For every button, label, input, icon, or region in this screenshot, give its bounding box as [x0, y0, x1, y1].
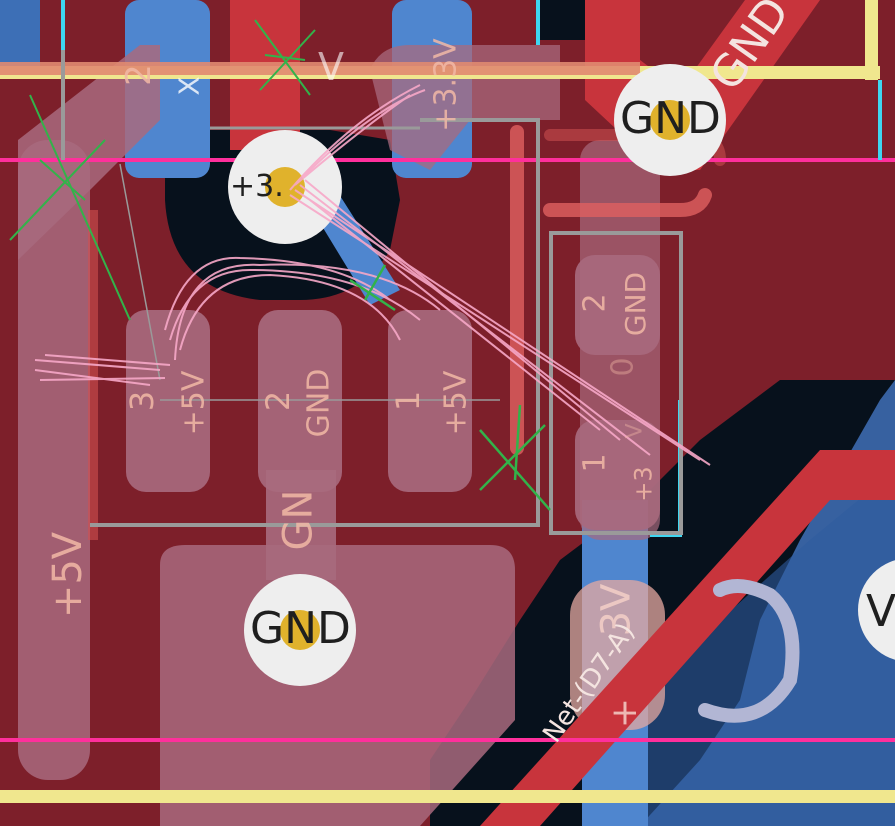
- pad-label-pin1-net: +5V: [438, 370, 474, 436]
- via-right-edge[interactable]: [858, 558, 895, 662]
- via-gnd-top-label: GND: [620, 93, 721, 144]
- via-gnd-bottom-label: GND: [250, 603, 351, 654]
- silkscreen-line-bottom: [0, 790, 895, 803]
- pad-label-pin3-net: +5V: [176, 370, 212, 436]
- pad-label-left-net: +5V: [45, 531, 92, 619]
- silkscreen-line-top-overlay: [0, 62, 640, 75]
- pad-label-top-3v3: +3.3V: [428, 38, 464, 132]
- pad-label-pin2-number: 2: [259, 390, 298, 412]
- pad-overlay-left-column[interactable]: [18, 140, 90, 780]
- front-track-thin-left[interactable]: [88, 210, 98, 540]
- via-3v3[interactable]: [228, 130, 342, 244]
- pad-label-right-plus: +: [604, 697, 646, 729]
- pad-overlay-left-diagonal[interactable]: [18, 45, 160, 260]
- pad-label-hidden-v: V: [622, 423, 648, 439]
- pad-label-pin2-net: GND: [301, 368, 337, 438]
- via-gnd-bottom[interactable]: [244, 574, 356, 686]
- pad-label-gnd-partial: GN: [275, 489, 322, 551]
- drc-marker-left[interactable]: [9, 94, 131, 321]
- pad-overlay-pin2[interactable]: [258, 310, 342, 492]
- pad-label-pin1-number: 1: [389, 390, 428, 412]
- silkscreen-line-right-vertical: [865, 0, 878, 80]
- back-pad-left-edge[interactable]: [0, 0, 40, 70]
- back-copper-area-lower[interactable]: [600, 470, 895, 826]
- via-3v3-label: +3.: [230, 169, 284, 204]
- drc-marker-mid[interactable]: [349, 264, 396, 312]
- fab-outline-left-inner: [119, 163, 161, 381]
- pad-overlay-right-column[interactable]: [580, 140, 660, 540]
- pad-overlay-bottom-large[interactable]: [160, 545, 515, 826]
- pad-label-pin3-number: 3: [123, 390, 162, 412]
- front-track-thin-horizontal[interactable]: [543, 188, 712, 217]
- via-right-edge-label: V: [866, 586, 895, 637]
- pad-label-hidden-digit: 0: [605, 357, 641, 377]
- drc-marker-top[interactable]: [254, 19, 316, 96]
- front-track-thin-vertical[interactable]: [510, 125, 524, 455]
- pad-label-top-x: X: [172, 76, 206, 96]
- silkscreen-back-arc: [698, 579, 800, 723]
- pad-overlay-pin3[interactable]: [126, 310, 210, 492]
- pad-label-top-left-partial: 2: [118, 64, 159, 86]
- pad-label-right-pin1-net: +3: [629, 466, 658, 502]
- pad-label-right-pin2-net: GND: [619, 271, 653, 337]
- via-gnd-top[interactable]: [614, 64, 726, 176]
- ratsnest-lines: [34, 84, 711, 466]
- pad-label-top-v: V: [318, 45, 344, 89]
- pad-overlay-pin1[interactable]: [388, 310, 472, 492]
- fab-outline-main: [90, 118, 540, 527]
- drc-marker-right[interactable]: [479, 404, 551, 511]
- pad-label-right-pin2-number: 2: [577, 293, 613, 313]
- pad-label-right-pin1-number: 1: [577, 453, 613, 473]
- front-track-net-d7[interactable]: [480, 450, 895, 826]
